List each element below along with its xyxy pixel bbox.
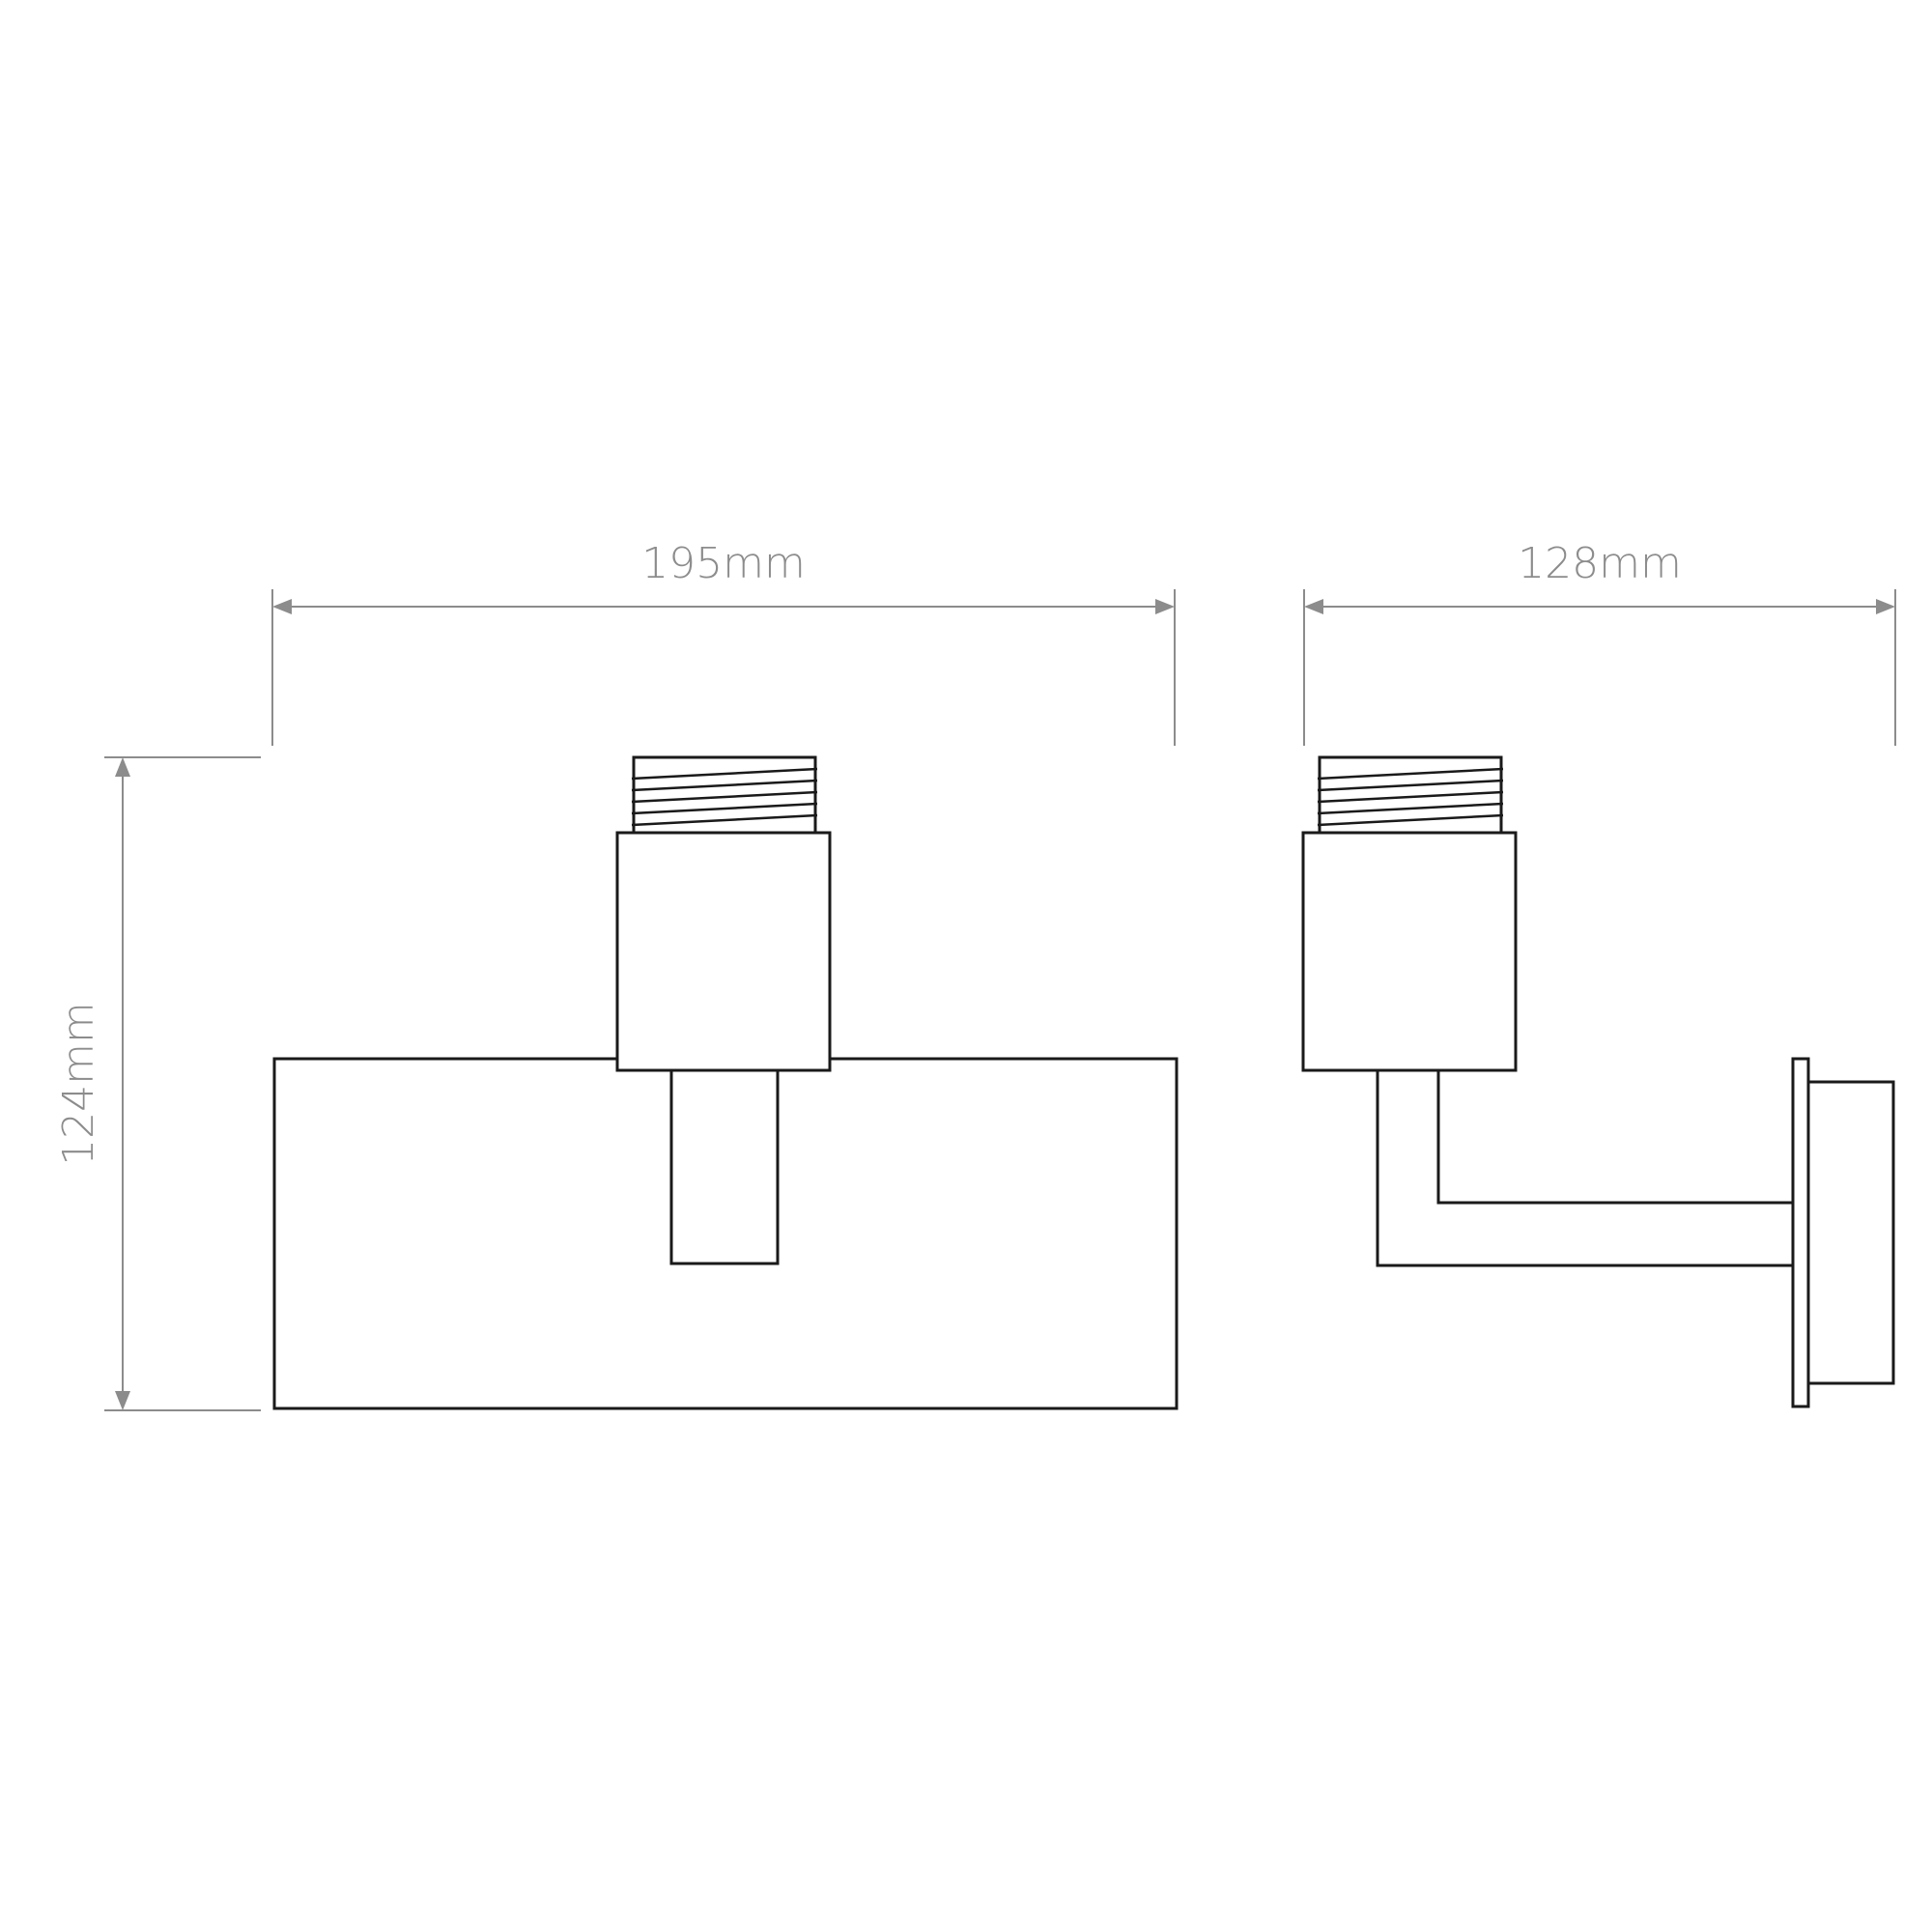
- side-depth-label: 128mm: [1518, 539, 1682, 588]
- arrow-right-icon: [1876, 599, 1895, 614]
- wall-plate-flange: [1791, 1057, 1810, 1408]
- front-width-dimension: 195mm: [271, 539, 1176, 746]
- lamp-holder: [615, 831, 832, 1072]
- height-dimension: 124mm: [54, 756, 261, 1411]
- threaded-cap: [1317, 755, 1504, 835]
- side-view: [1301, 755, 1895, 1408]
- arrow-up-icon: [115, 757, 130, 777]
- holder-stem: [669, 1068, 780, 1265]
- height-label: 124mm: [54, 1002, 103, 1166]
- arrow-down-icon: [115, 1391, 130, 1410]
- arrow-left-icon: [1304, 599, 1323, 614]
- bracket-arm: [1376, 1068, 1797, 1267]
- front-view: [272, 755, 1179, 1410]
- front-width-label: 195mm: [641, 539, 806, 588]
- arrow-left-icon: [272, 599, 292, 614]
- wall-backplate: [1806, 1080, 1895, 1385]
- arrow-right-icon: [1155, 599, 1175, 614]
- threaded-cap: [631, 755, 818, 835]
- lamp-holder: [1301, 831, 1518, 1072]
- side-depth-dimension: 128mm: [1303, 539, 1896, 746]
